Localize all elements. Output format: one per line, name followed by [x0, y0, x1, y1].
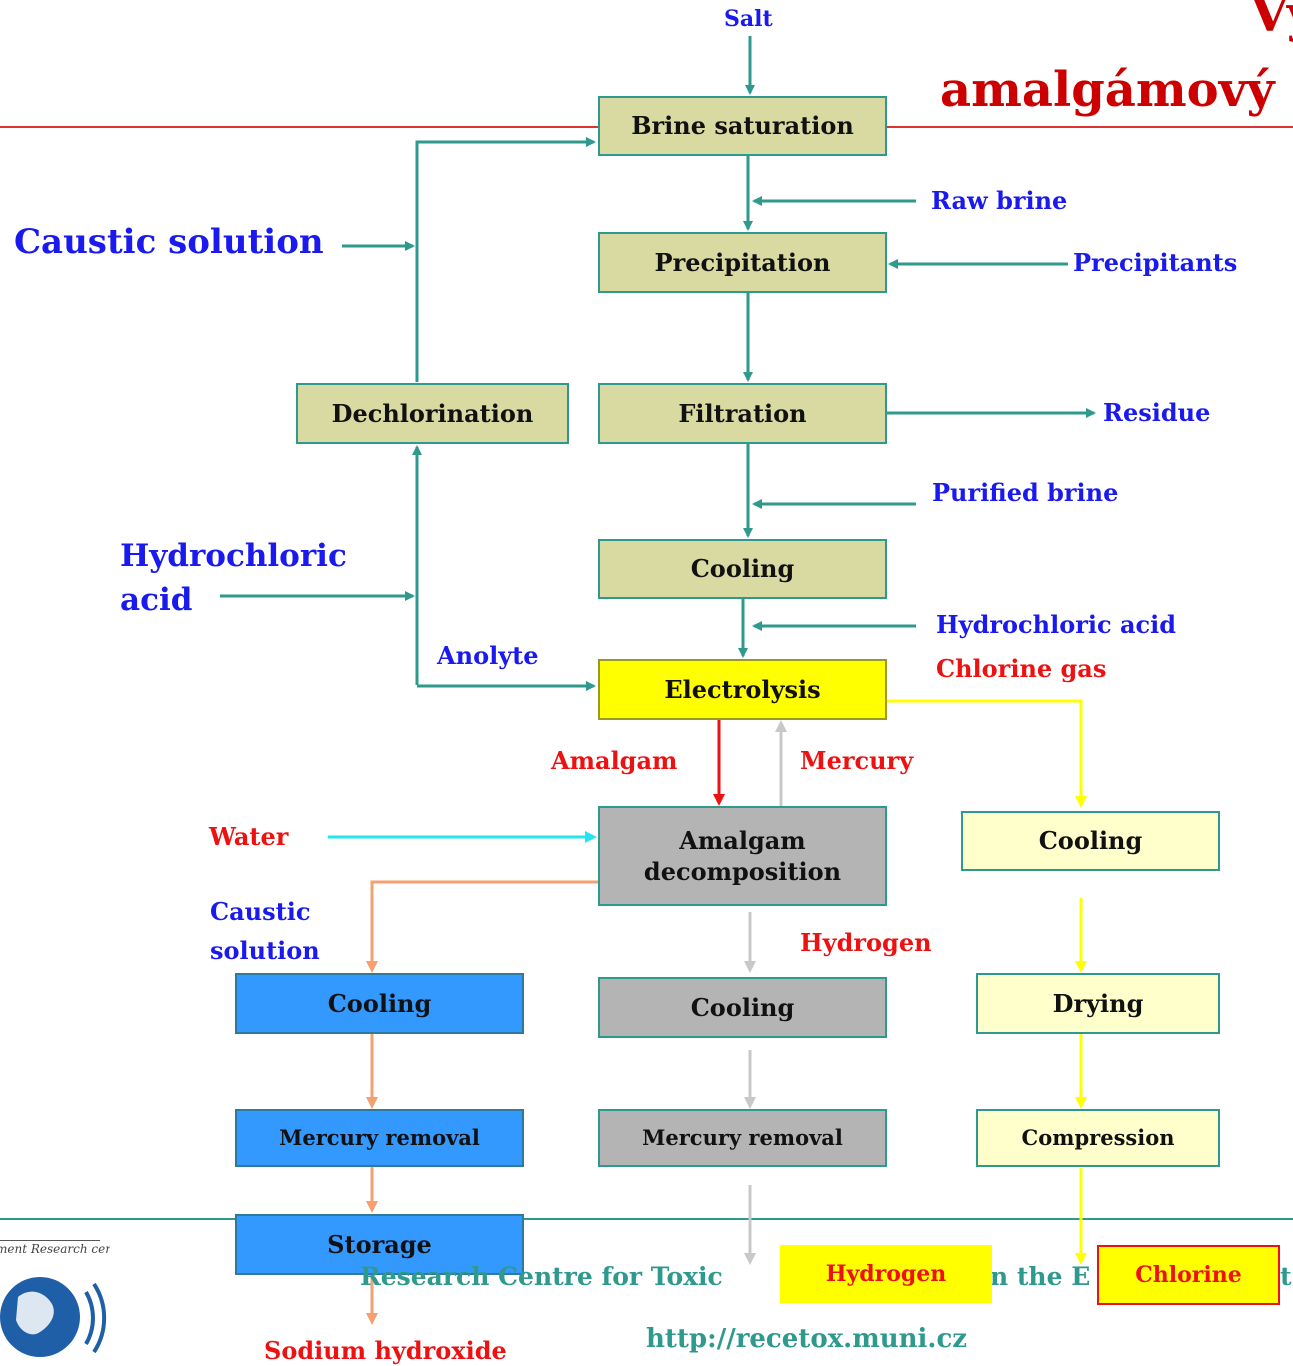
label-mercury: Mercury — [800, 746, 914, 775]
box-cooling-chlorine-label: Cooling — [1038, 826, 1143, 856]
box-cooling-caustic-label: Cooling — [327, 988, 432, 1018]
label-caustic-solution-left-1: Caustic — [210, 897, 311, 926]
globe-icon — [0, 1277, 107, 1357]
box-chlorine-product-label: Chlorine — [1135, 1261, 1242, 1288]
box-filtration: Filtration — [598, 383, 887, 444]
label-hydrochloric-acid-left-2: acid — [120, 582, 193, 618]
box-filtration-label: Filtration — [678, 398, 807, 428]
recetox-logo: ment Research centre for toxic comp — [0, 1232, 110, 1366]
box-dechlorination: Dechlorination — [296, 383, 569, 444]
footer-url[interactable]: http://recetox.muni.cz — [646, 1324, 968, 1354]
footer-rule — [0, 1218, 1293, 1220]
label-anolyte: Anolyte — [437, 641, 539, 670]
box-hydrogen-product: Hydrogen — [780, 1245, 992, 1303]
footer-org-part2: n the E — [990, 1262, 1091, 1291]
box-amalgam-decomposition: Amalgam decomposition — [598, 806, 887, 906]
box-compression: Compression — [976, 1109, 1220, 1167]
box-cooling-brine: Cooling — [598, 539, 887, 599]
label-chlorine-gas: Chlorine gas — [936, 654, 1107, 683]
label-salt: Salt — [724, 6, 773, 32]
box-cooling-hydrogen-label: Cooling — [690, 992, 795, 1022]
label-hydrochloric-acid-right: Hydrochloric acid — [936, 610, 1177, 639]
label-water: Water — [209, 822, 289, 851]
arrow-chlorine-gas — [887, 699, 1087, 808]
label-precipitants: Precipitants — [1073, 248, 1238, 277]
label-sodium-hydroxide: Sodium hydroxide — [264, 1336, 507, 1365]
arrow-dechlorination-to-saturation — [415, 137, 596, 382]
logo-rule — [0, 1240, 100, 1241]
title-line-1: Vý — [1250, 0, 1293, 43]
label-caustic-solution-top: Caustic solution — [14, 222, 324, 262]
box-dechlorination-label: Dechlorination — [331, 398, 534, 428]
box-brine-saturation: Brine saturation — [598, 96, 887, 156]
box-storage-label: Storage — [327, 1229, 432, 1259]
box-precipitation: Precipitation — [598, 232, 887, 293]
box-compression-label: Compression — [1021, 1125, 1175, 1151]
box-electrolysis-label: Electrolysis — [664, 674, 821, 704]
box-precipitation-label: Precipitation — [654, 247, 831, 277]
logo-text: ment Research centre for toxic comp — [0, 1242, 110, 1256]
footer-org-part3: t — [1280, 1262, 1292, 1291]
label-amalgam: Amalgam — [551, 746, 678, 775]
box-amalgam-decomposition-label: Amalgam decomposition — [643, 825, 842, 886]
box-mercury-removal-caustic: Mercury removal — [235, 1109, 524, 1167]
box-cooling-caustic: Cooling — [235, 973, 524, 1034]
box-chlorine-product: Chlorine — [1097, 1245, 1280, 1305]
box-mercury-removal-caustic-label: Mercury removal — [279, 1125, 480, 1151]
title-line-2: amalgámový — [940, 62, 1275, 118]
box-electrolysis: Electrolysis — [598, 659, 887, 720]
box-mercury-removal-hydrogen: Mercury removal — [598, 1109, 887, 1167]
footer-org-part1: Research Centre for Toxic — [360, 1262, 723, 1291]
label-raw-brine: Raw brine — [931, 186, 1068, 215]
label-hydrogen: Hydrogen — [800, 928, 932, 957]
label-residue: Residue — [1103, 398, 1211, 427]
box-brine-saturation-label: Brine saturation — [631, 111, 854, 141]
box-cooling-brine-label: Cooling — [690, 554, 795, 584]
box-storage: Storage — [235, 1214, 524, 1275]
box-drying-label: Drying — [1052, 988, 1144, 1018]
arrow-caustic-to-cooling — [366, 880, 598, 973]
label-purified-brine: Purified brine — [932, 478, 1119, 507]
box-hydrogen-product-label: Hydrogen — [825, 1260, 947, 1287]
box-cooling-hydrogen: Cooling — [598, 977, 887, 1038]
label-hydrochloric-acid-left-1: Hydrochloric — [120, 538, 347, 574]
label-caustic-solution-left-2: solution — [210, 936, 320, 965]
box-mercury-removal-hydrogen-label: Mercury removal — [642, 1125, 843, 1151]
box-cooling-chlorine: Cooling — [961, 811, 1220, 871]
box-drying: Drying — [976, 973, 1220, 1034]
